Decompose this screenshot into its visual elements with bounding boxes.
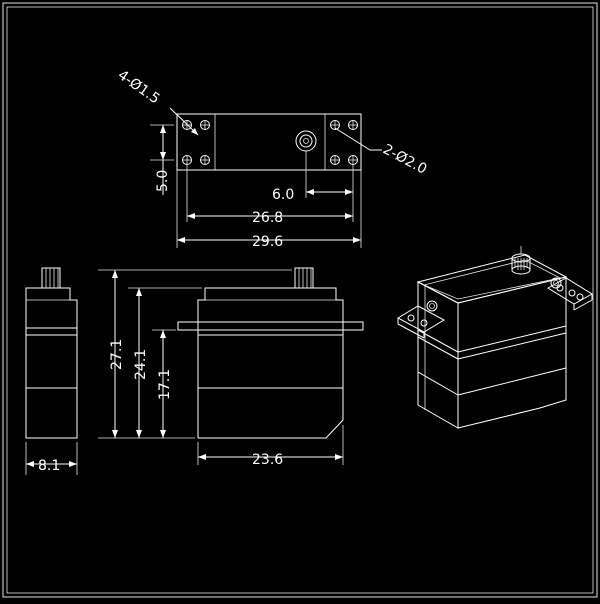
front-view: 27.1 24.1 17.1 23.6 — [98, 267, 364, 468]
iso-mount-hole-icon — [550, 277, 562, 289]
label-holes-mount: 4-Ø1.5 — [115, 67, 163, 107]
leader-holes-horn — [334, 127, 371, 151]
front-view-shaft — [294, 267, 314, 289]
dim-flange-height-from-base: 17.1 — [157, 369, 173, 400]
dim-shaft-offset: 6.0 — [272, 187, 294, 203]
iso-left-tab — [396, 305, 446, 333]
top-view-outline — [176, 113, 362, 171]
front-view-body — [197, 287, 344, 439]
iso-left-face — [417, 281, 459, 429]
dim-hole-spacing: 26.8 — [252, 210, 283, 226]
dim-total-height: 27.1 — [109, 339, 125, 370]
dim-flange-height: 5.0 — [155, 170, 171, 192]
iso-mount-hole-icon — [420, 319, 428, 327]
dim-width: 8.1 — [38, 458, 60, 474]
mount-hole-icon — [330, 120, 358, 165]
isometric-view — [396, 246, 593, 429]
iso-mount-hole-icon — [426, 300, 438, 312]
iso-mount-hole-icon — [568, 289, 576, 297]
end-view: 8.1 — [25, 267, 78, 475]
mount-hole-icon — [182, 120, 210, 165]
top-view: 4-Ø1.5 2-Ø2.0 5.0 6.0 26.8 29.6 — [115, 67, 430, 250]
end-view-body — [25, 287, 78, 439]
label-holes-horn: 2-Ø2.0 — [380, 141, 429, 177]
dim-flange-top-height: 24.1 — [133, 349, 149, 380]
front-view-flange — [177, 321, 364, 331]
iso-output-shaft-icon — [511, 246, 531, 275]
output-shaft-icon — [295, 130, 317, 152]
dim-overall-length: 29.6 — [252, 234, 283, 250]
iso-mount-hole-icon — [407, 314, 415, 322]
inner-frame — [6, 6, 594, 594]
iso-top-face — [416, 254, 568, 304]
iso-front-face — [457, 276, 567, 429]
end-view-shaft — [41, 267, 61, 289]
dim-body-length: 23.6 — [252, 452, 283, 468]
iso-mount-hole-icon — [576, 293, 584, 301]
